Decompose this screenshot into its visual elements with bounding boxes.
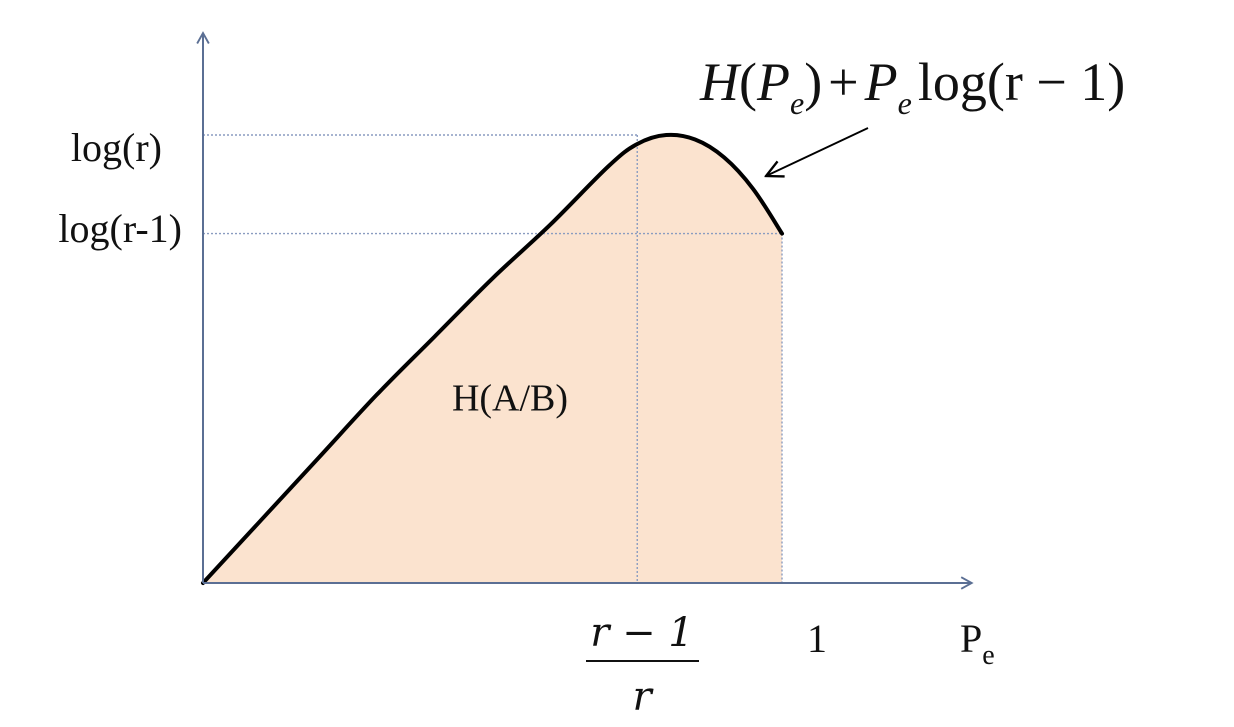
- formula-h: H: [699, 52, 742, 112]
- formula-close-paren: ): [804, 52, 822, 112]
- formula-p2: P: [864, 52, 898, 112]
- region-label: H(A/B): [452, 378, 568, 420]
- x-tick-label-one: 1: [807, 616, 827, 661]
- series-line: [201, 132, 784, 585]
- x-axis-label-main: P: [960, 616, 982, 661]
- area-fill: [203, 134, 782, 584]
- y-tick-label-log-r-minus-1: log(r-1): [58, 206, 182, 251]
- formula-rest: log(r − 1): [918, 52, 1125, 112]
- y-tick-label-log-r: log(r): [71, 125, 162, 170]
- formula-open-paren: (: [739, 52, 757, 112]
- curve-pointer-arrow: [766, 127, 869, 176]
- x-axis-label-sub: e: [982, 640, 994, 671]
- x-axis-label: Pe: [960, 616, 995, 671]
- x-tick-label-denominator: r: [632, 674, 654, 720]
- formula-sub1: e: [790, 85, 804, 121]
- formula-sub2: e: [898, 85, 912, 121]
- formula-p1: P: [756, 52, 790, 112]
- x-tick-label-numerator: r − 1: [590, 610, 694, 656]
- formula-plus: +: [828, 52, 858, 112]
